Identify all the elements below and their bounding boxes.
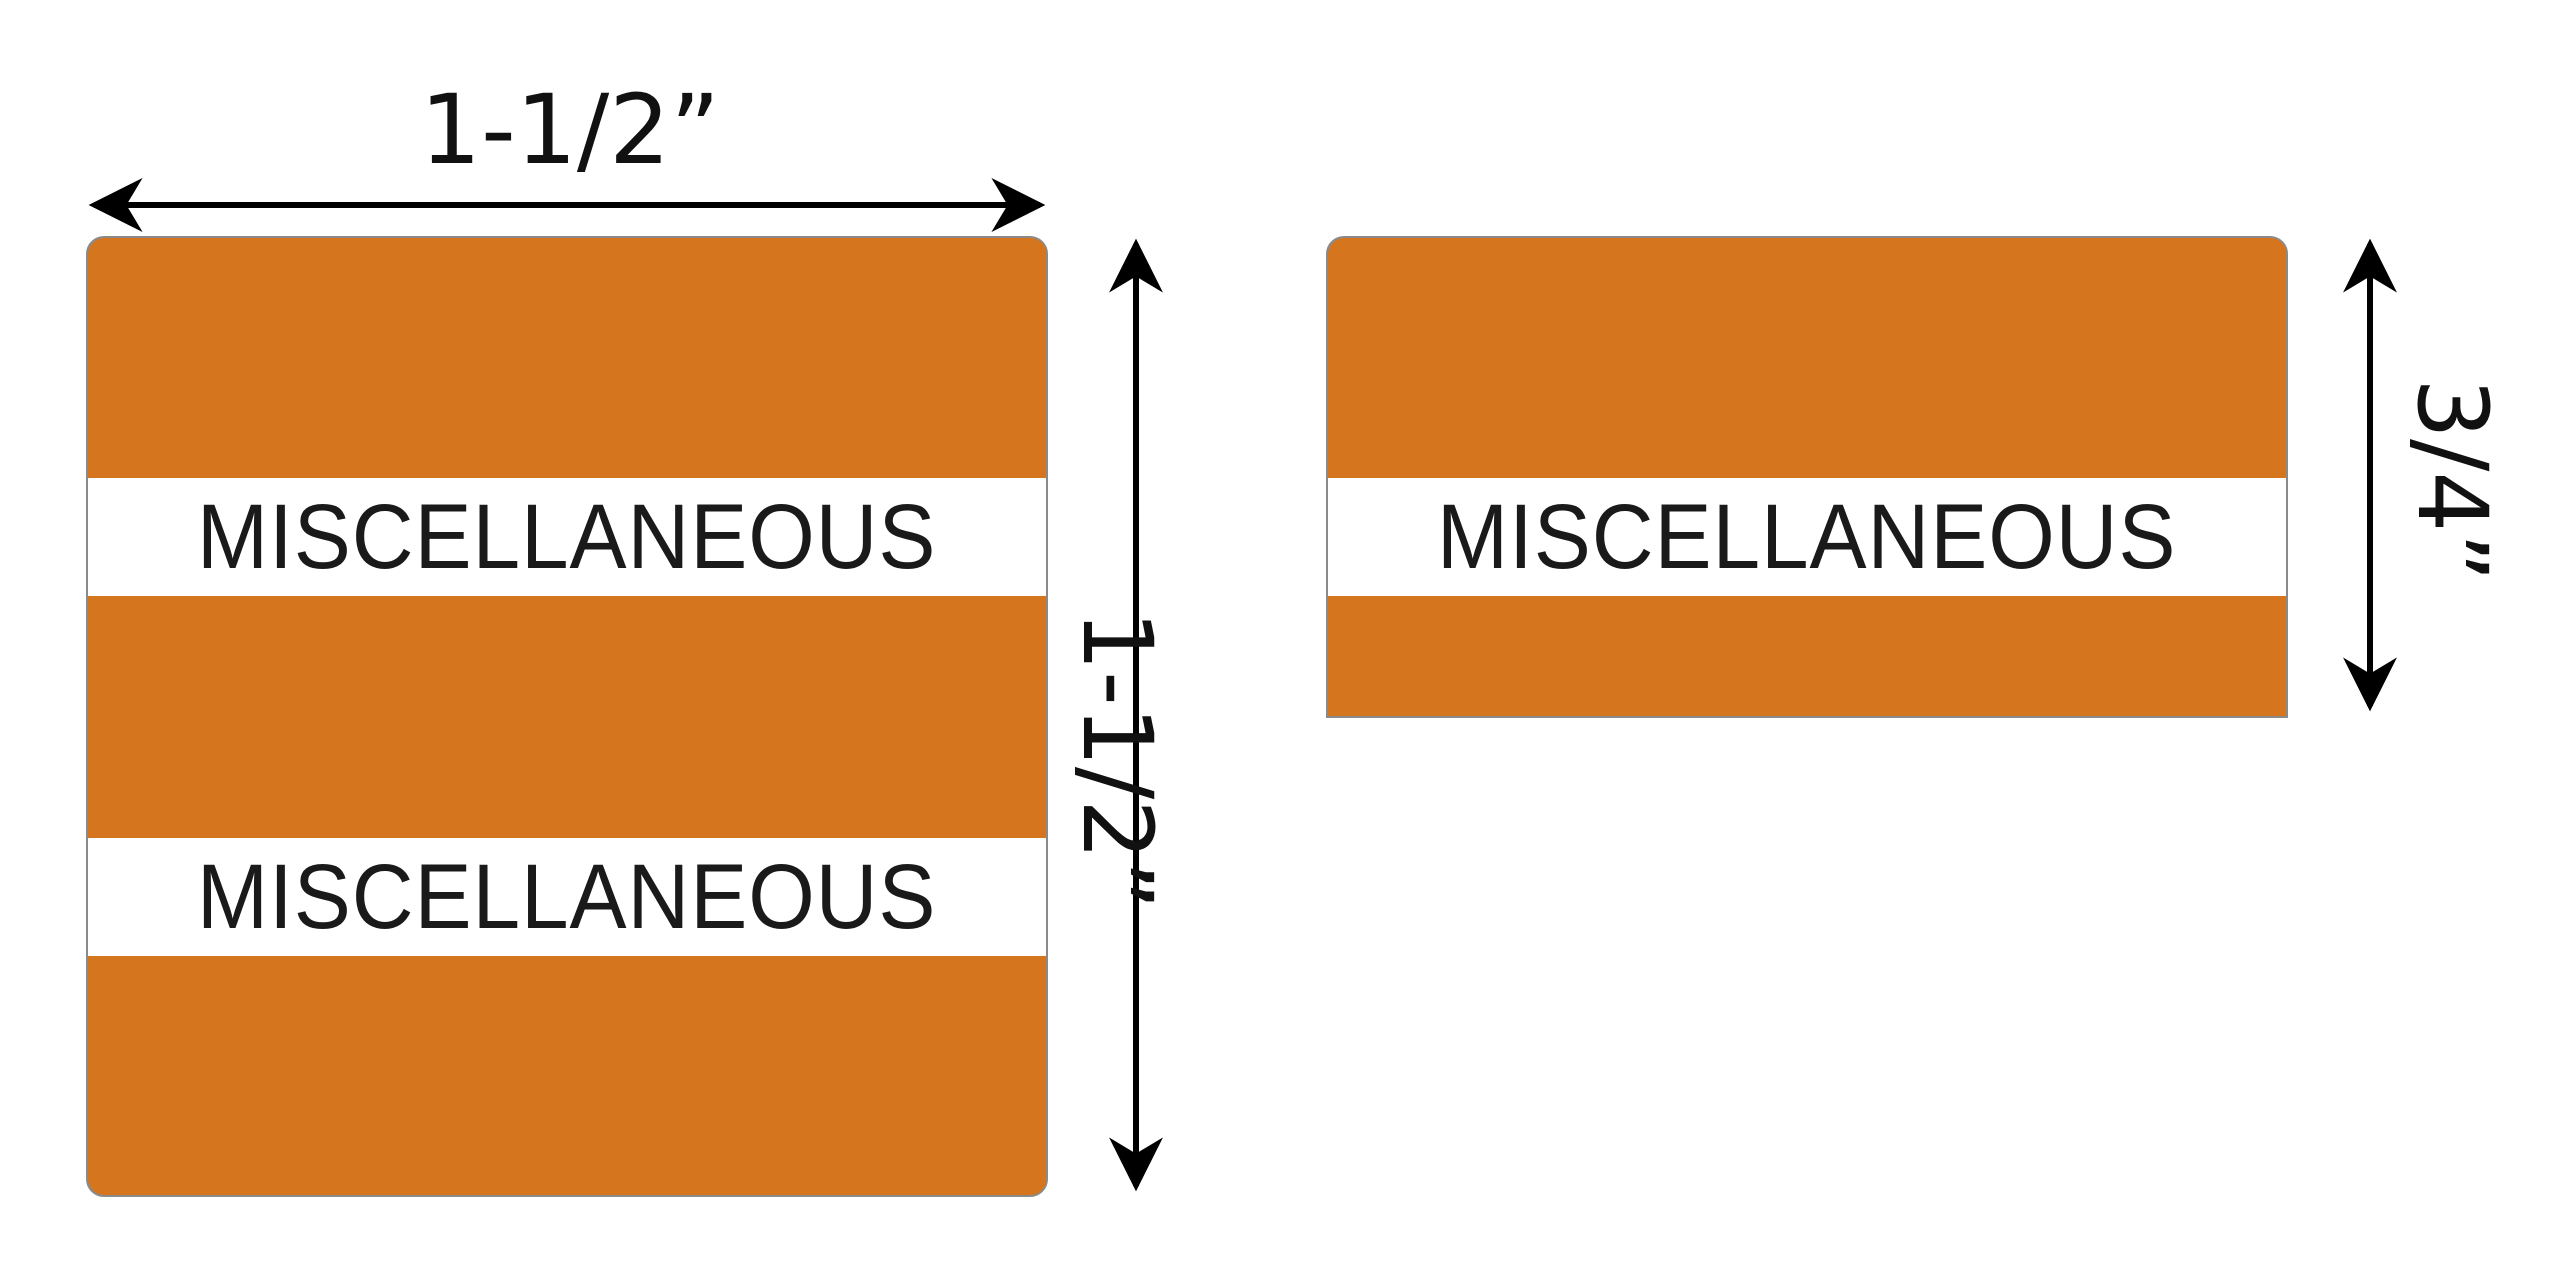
square-label: MISCELLANEOUS MISCELLANEOUS: [86, 236, 1048, 1197]
square-label-text-bottom: MISCELLANEOUS: [197, 846, 937, 948]
square-height-label: 1-1/2”: [1061, 610, 1173, 910]
square-label-band-top: MISCELLANEOUS: [88, 478, 1046, 596]
square-label-band-bottom: MISCELLANEOUS: [88, 838, 1046, 956]
rectangle-label-band: MISCELLANEOUS: [1328, 478, 2286, 596]
rectangle-label: MISCELLANEOUS: [1326, 236, 2288, 718]
square-label-text-top: MISCELLANEOUS: [197, 486, 937, 588]
rectangle-label-text: MISCELLANEOUS: [1437, 486, 2177, 588]
square-width-label: 1-1/2”: [420, 74, 720, 186]
rectangle-height-label: 3/4”: [2396, 377, 2508, 583]
